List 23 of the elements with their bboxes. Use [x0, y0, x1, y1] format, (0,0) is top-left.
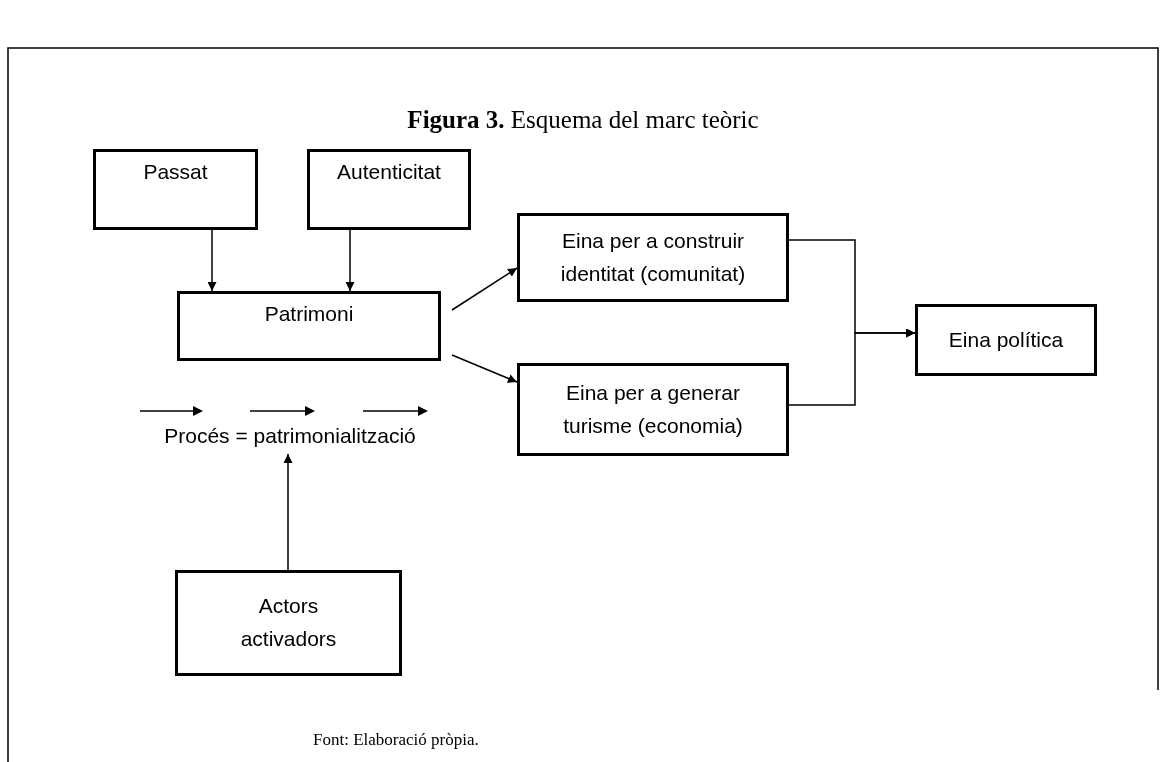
process-box: [915, 304, 1097, 376]
box-label: Passat: [143, 159, 208, 185]
process-box: [93, 149, 258, 230]
process-box: [177, 291, 441, 361]
arrow: [345, 229, 355, 292]
process-box: [307, 149, 471, 230]
box-label: Eina per a generar turisme (economia): [562, 379, 744, 439]
arrow: [788, 328, 916, 406]
arrow: [283, 453, 293, 571]
box-label: Eina per a construir identitat (comunitat): [559, 227, 747, 287]
process-box: [517, 213, 789, 302]
process-label: Procés = patrimonialització: [164, 422, 416, 449]
box-label: Patrimoni: [264, 301, 354, 327]
arrow: [451, 354, 518, 383]
process-box: [517, 363, 789, 456]
source-caption: Font: Elaboració pròpia.: [313, 730, 479, 750]
box-label: Autenticitat: [337, 159, 441, 185]
process-box: [175, 570, 402, 676]
box-label: Actors activadors: [239, 593, 338, 652]
arrow: [207, 229, 217, 292]
arrow: [451, 267, 518, 311]
box-label: Eina política: [948, 326, 1064, 353]
figure-title: Figura 3. Esquema del marc teòric: [407, 106, 759, 133]
